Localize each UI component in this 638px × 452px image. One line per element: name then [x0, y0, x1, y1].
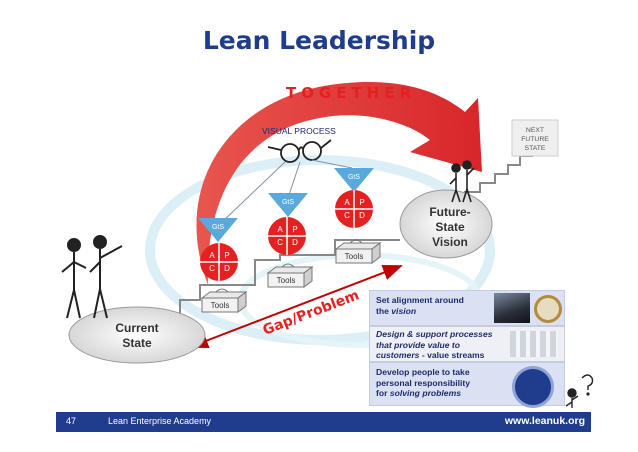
- tools-label: Tools: [345, 252, 364, 261]
- pdca-a: A: [209, 251, 215, 260]
- panel-line: customers - value streams: [376, 350, 515, 361]
- figures-right-illustration: [449, 160, 475, 203]
- panel-people: Develop people to take personal responsi…: [369, 362, 565, 408]
- gts-label: GtS: [212, 224, 224, 231]
- gts-label: GtS: [282, 199, 294, 206]
- current-state-line-1: Current: [115, 321, 158, 335]
- footer-organisation: Lean Enterprise Academy: [108, 416, 212, 426]
- panel-line: Set alignment around: [376, 295, 464, 305]
- gts-triangle: [334, 168, 374, 192]
- pdca-a: A: [344, 198, 350, 207]
- visual-process-label: VISUAL PROCESS: [262, 126, 336, 136]
- mountain-photo: [494, 293, 530, 323]
- next-future-line-1: NEXT: [526, 127, 544, 134]
- toolbox-2: Tools: [266, 263, 314, 288]
- toolbox-1: Tools: [200, 288, 248, 313]
- pdca-p: P: [224, 251, 229, 260]
- pdca-c: C: [277, 238, 283, 247]
- learning-together-arrow: [196, 82, 482, 285]
- panel-people-text: Develop people to take personal responsi…: [376, 367, 515, 399]
- panel-alignment: Set alignment around the vision: [369, 290, 565, 326]
- pdca-cycle-icon: [512, 366, 554, 408]
- future-state-line-2: State: [435, 220, 465, 234]
- current-state-line-2: State: [122, 336, 152, 350]
- future-state-line-3: Vision: [432, 235, 468, 249]
- pdca-a: A: [277, 225, 283, 234]
- next-future-line-3: STATE: [525, 145, 546, 152]
- pdca-p: P: [359, 198, 364, 207]
- pdca-d: D: [224, 264, 230, 273]
- footer-url[interactable]: www.leanuk.org: [504, 415, 585, 427]
- panel-alignment-text: Set alignment around the vision: [376, 295, 515, 316]
- panel-em: solving problems: [389, 388, 461, 398]
- panel-em: vision: [391, 305, 417, 316]
- panel-line: Design & support processes: [376, 329, 493, 339]
- gts-triangle: [198, 218, 238, 242]
- panel-line: that provide value to: [376, 339, 461, 350]
- slide-title: Lean Leadership: [202, 26, 436, 55]
- panel-line: personal responsibility: [376, 377, 471, 388]
- gts-label: GtS: [348, 174, 360, 181]
- vision-lines: [221, 159, 353, 223]
- gts-triangle: [268, 193, 308, 217]
- figures-left-illustration: [61, 235, 123, 319]
- tools-label: Tools: [277, 276, 296, 285]
- page-number: 47: [66, 416, 77, 426]
- future-state-ellipse: [399, 189, 493, 259]
- panel-text: the: [376, 305, 392, 316]
- pdca-d: D: [292, 238, 298, 247]
- figure-thinker-illustration: [565, 374, 594, 408]
- panel-processes: Design & support processes that provide …: [369, 326, 565, 362]
- pdca-c: C: [344, 211, 350, 220]
- panel-processes-text: Design & support processes that provide …: [376, 329, 515, 361]
- panel-line: for solving problems: [376, 388, 515, 399]
- tools-label: Tools: [211, 301, 230, 310]
- pdca-group-1: GtS A P C D: [198, 218, 238, 281]
- gap-arrow: [188, 264, 403, 349]
- pdca-c: C: [209, 264, 215, 273]
- panel-text: - value streams: [419, 350, 485, 360]
- next-future-state-box: [511, 119, 559, 157]
- footer-bar: 47 Lean Enterprise Academy www.leanuk.or…: [56, 412, 591, 432]
- panel-line: Develop people to take: [376, 367, 470, 377]
- pdca-group-2: GtS A P C D: [268, 193, 308, 255]
- pdca-d: D: [359, 211, 365, 220]
- next-future-line-2: FUTURE: [521, 136, 549, 143]
- pdca-group-3: GtS A P C D: [334, 168, 374, 228]
- panel-text: for: [376, 388, 390, 398]
- panel-em: customers: [376, 350, 420, 360]
- toolbox-3: Tools: [334, 239, 382, 264]
- compass-icon: [534, 295, 562, 323]
- arc-together-text: TOGETHER: [286, 84, 416, 102]
- panel-line: the vision: [376, 306, 515, 317]
- future-state-line-1: Future-: [429, 205, 470, 219]
- pdca-p: P: [292, 225, 297, 234]
- current-state-ellipse: [68, 306, 206, 364]
- value-stream-map-illustration: [510, 331, 558, 357]
